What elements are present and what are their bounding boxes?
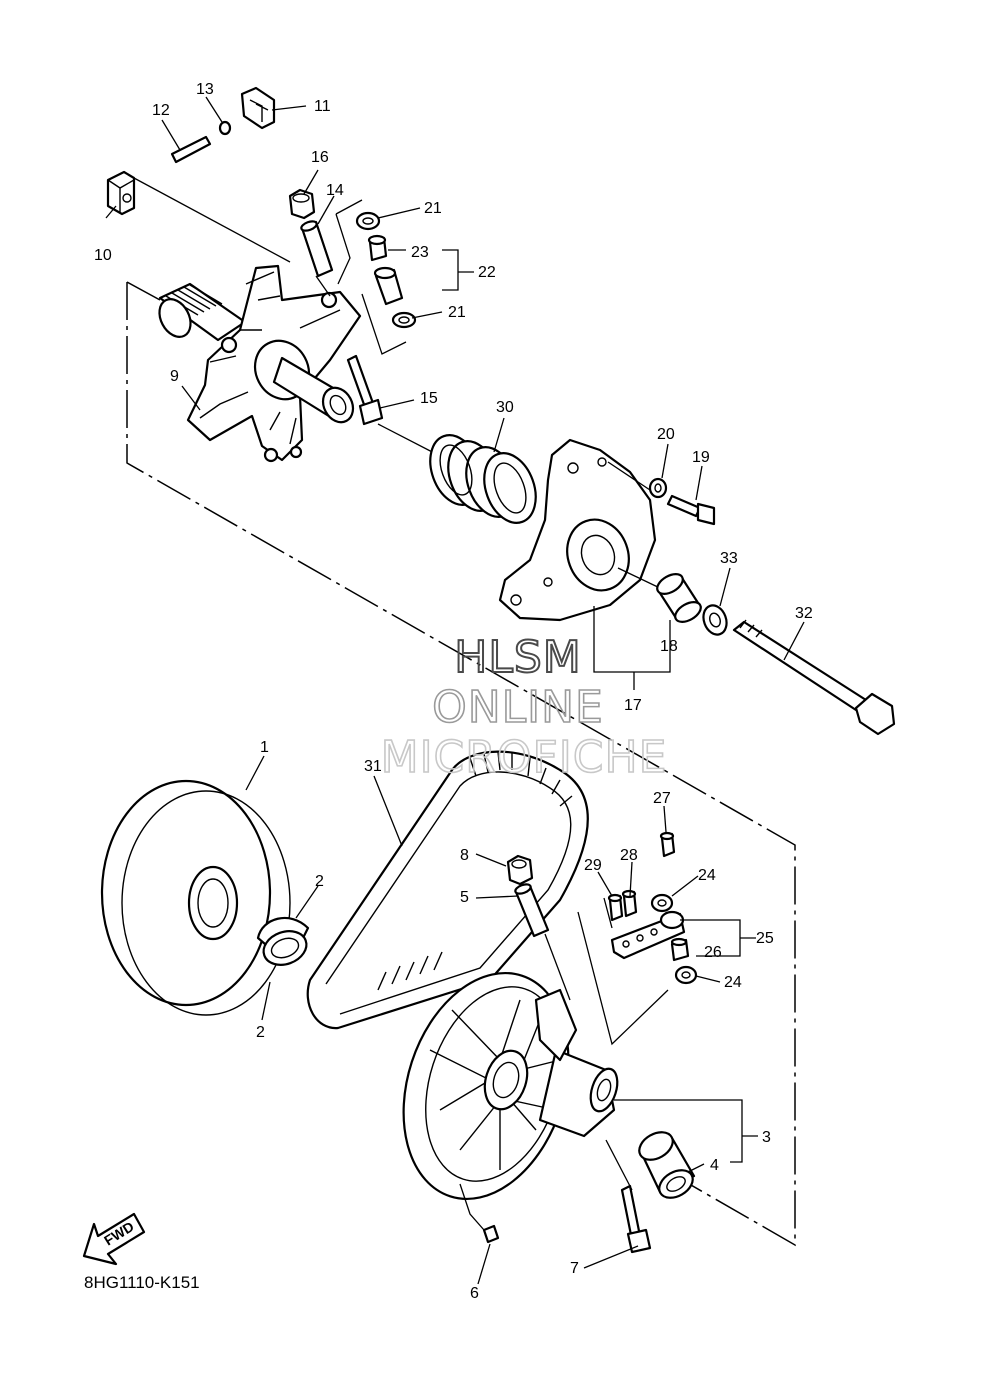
callout-18: 18 [660,638,678,655]
callout-22: 22 [478,264,496,281]
callout-11: 11 [314,98,331,115]
part-16-nut [288,188,316,220]
part-15-bolt [346,354,384,426]
callout-32: 32 [795,605,813,622]
callout-19: 19 [692,449,710,466]
callout-9: 9 [170,368,179,385]
part-30-spring [429,434,537,524]
part-25-weight [610,910,686,960]
part-5-collar [514,883,550,938]
part-9-fixed-sheave [158,264,362,463]
part-1-sheave [100,779,291,1016]
callout-27: 27 [653,790,671,807]
part-3-sheave-assembly [402,971,619,1201]
callout-29: 29 [584,857,602,874]
callout-12: 12 [152,102,170,119]
part-31-belt [306,750,589,1030]
part-18-bushing [656,573,702,623]
callout-24-top: 24 [698,867,716,884]
callout-16: 16 [311,149,329,166]
part-4-bushing [638,1131,696,1199]
part-24-washer-bottom [674,965,698,985]
diagram-code: 8HG1110-K151 [84,1273,200,1292]
callout-3: 3 [762,1129,771,1146]
part-20-washer [648,477,668,499]
part-8-nut [506,854,534,886]
assembly-frame [126,281,796,1247]
callout-26: 26 [704,944,722,961]
part-11-slider [240,86,276,130]
callout-17: 17 [624,697,642,714]
callout-2-top: 2 [315,873,324,890]
part-29-pin [607,893,624,922]
watermark: HLSM ONLINE MICROFICHE [380,631,668,784]
callout-14: 14 [326,182,344,199]
callout-leaders [105,96,805,1285]
callout-20: 20 [657,426,675,443]
part-17-cover [498,438,657,622]
callout-23: 23 [411,244,429,261]
callout-25: 25 [756,930,774,947]
part-14-collar [300,220,334,278]
callout-33: 33 [720,550,738,567]
part-21-washer-bottom [391,311,417,329]
part-2-clip [256,917,310,966]
part-13-ring [218,120,232,136]
callout-28: 28 [620,847,638,864]
part-6-pin [482,1224,500,1244]
part-27-pin [659,831,676,858]
part-23-bushing [367,234,388,262]
part-12-pin [170,135,212,164]
part-32-bolt [732,619,896,736]
part-10-slider [106,170,136,216]
callout-15: 15 [420,390,438,407]
callout-8: 8 [460,847,469,864]
part-22-roller [373,266,404,306]
callout-1: 1 [260,739,269,756]
callout-21-bottom: 21 [448,304,466,321]
part-26-bushing [670,937,690,962]
watermark-line1: HLSM [454,632,582,683]
callout-31: 31 [364,758,382,775]
watermark-line3: MICROFICHE [381,732,668,783]
callout-6: 6 [470,1285,479,1302]
callout-10: 10 [94,247,112,264]
callout-labels: 10 12 13 11 16 14 21 23 22 21 9 15 30 20… [94,81,813,1302]
callout-5: 5 [460,889,469,906]
callout-2-bottom: 2 [256,1024,265,1041]
part-7-bolt [620,1184,652,1254]
part-19-bolt [666,494,716,526]
part-33-washer [702,604,728,636]
callout-7: 7 [570,1260,579,1277]
callout-21-top: 21 [424,200,442,217]
part-21-washer-top [355,211,381,231]
fwd-arrow-icon: FWD [82,1212,146,1266]
callout-4: 4 [710,1157,719,1174]
callout-24-bottom: 24 [724,974,742,991]
part-24-washer-top [650,893,674,913]
callout-30: 30 [496,399,514,416]
watermark-line2: ONLINE [432,682,604,733]
callout-13: 13 [196,81,214,98]
